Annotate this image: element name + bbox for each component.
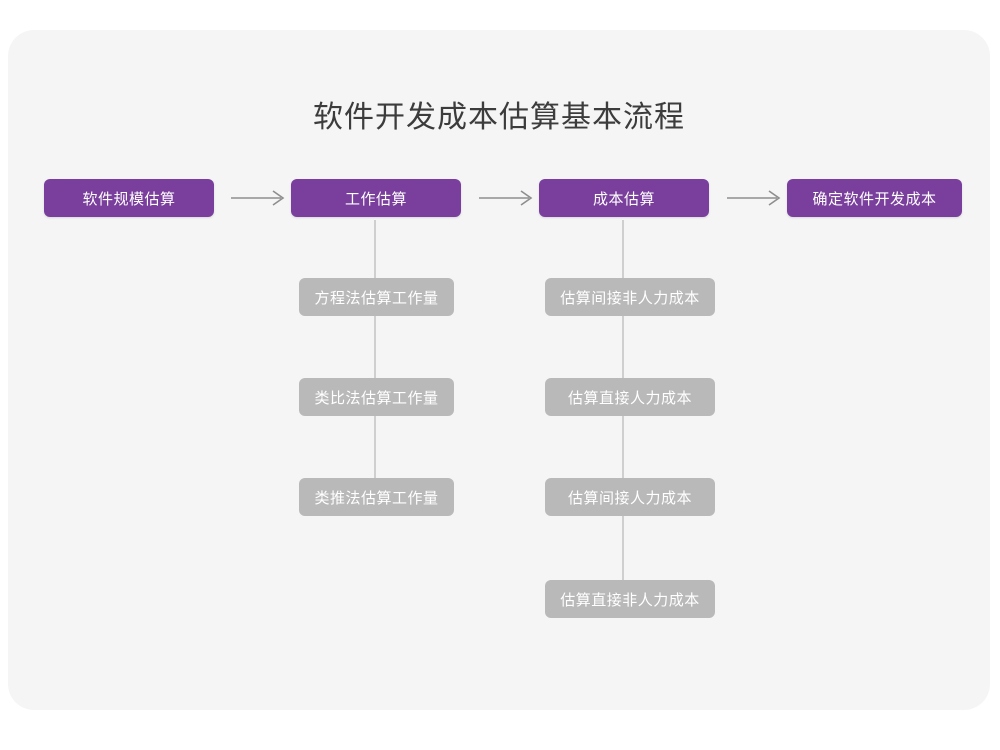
vertical-connector-column-1 [374,220,376,510]
branch-node-indirect-labor-cost[interactable]: 估算间接人力成本 [545,478,715,516]
branch-node-equation-method-effort[interactable]: 方程法估算工作量 [299,278,454,316]
arrow-2 [477,188,537,208]
flow-node-effort-estimation[interactable]: 工作估算 [291,179,461,217]
arrow-1 [229,188,289,208]
diagram-card: 软件开发成本估算基本流程 软件规模估算 工作估算 成本估算 确定软件开发成本 方… [8,30,990,710]
flow-node-determine-development-cost[interactable]: 确定软件开发成本 [787,179,962,217]
branch-node-direct-nonlabor-cost[interactable]: 估算直接非人力成本 [545,580,715,618]
branch-node-direct-labor-cost[interactable]: 估算直接人力成本 [545,378,715,416]
flow-node-cost-estimation[interactable]: 成本估算 [539,179,709,217]
branch-node-indirect-nonlabor-cost[interactable]: 估算间接非人力成本 [545,278,715,316]
branch-node-inference-method-effort[interactable]: 类推法估算工作量 [299,478,454,516]
branch-node-analogy-method-effort[interactable]: 类比法估算工作量 [299,378,454,416]
page-title: 软件开发成本估算基本流程 [313,101,685,134]
arrow-3 [725,188,785,208]
flow-node-software-scale-estimation[interactable]: 软件规模估算 [44,179,214,217]
